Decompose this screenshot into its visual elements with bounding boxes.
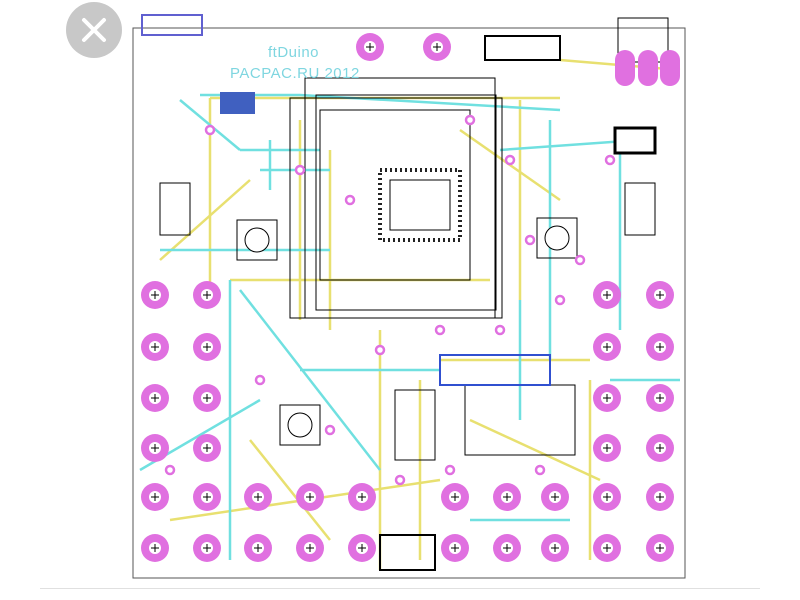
via bbox=[344, 194, 356, 206]
pad-cross bbox=[603, 394, 611, 402]
component-outline bbox=[319, 109, 471, 281]
pad-cross bbox=[203, 444, 211, 452]
trace-top bbox=[159, 179, 251, 261]
pad-cross bbox=[603, 291, 611, 299]
push-button bbox=[244, 227, 270, 253]
divider bbox=[40, 588, 760, 589]
via bbox=[504, 154, 516, 166]
regulator bbox=[613, 126, 657, 155]
pad-cross bbox=[656, 493, 664, 501]
via bbox=[294, 164, 306, 176]
pad-cross bbox=[151, 291, 159, 299]
pad-cross bbox=[254, 493, 262, 501]
jack-pad bbox=[615, 50, 635, 86]
button-outline bbox=[279, 404, 321, 446]
via bbox=[204, 124, 216, 136]
component-outline bbox=[289, 97, 503, 319]
pad-cross bbox=[203, 493, 211, 501]
pad-cross bbox=[254, 544, 262, 552]
pad-cross bbox=[603, 544, 611, 552]
pad-cross bbox=[503, 544, 511, 552]
pad-cross bbox=[203, 291, 211, 299]
pad-cross bbox=[151, 544, 159, 552]
via bbox=[374, 344, 386, 356]
microcontroller-pad bbox=[389, 179, 451, 231]
driver-ic bbox=[394, 389, 436, 461]
pad-cross bbox=[656, 291, 664, 299]
pad-cross bbox=[603, 343, 611, 351]
via bbox=[444, 464, 456, 476]
pad-cross bbox=[366, 43, 374, 51]
pad-cross bbox=[656, 394, 664, 402]
via bbox=[574, 254, 586, 266]
pad-cross bbox=[358, 544, 366, 552]
via bbox=[254, 374, 266, 386]
header-6pin bbox=[624, 182, 656, 236]
via bbox=[604, 154, 616, 166]
microcontroller bbox=[378, 168, 462, 242]
pad-cross bbox=[151, 493, 159, 501]
board-outline bbox=[132, 27, 686, 579]
board-title: ftDuino bbox=[268, 44, 320, 61]
pad-cross bbox=[203, 343, 211, 351]
via bbox=[554, 294, 566, 306]
header-3pin bbox=[484, 35, 561, 61]
pad-cross bbox=[203, 544, 211, 552]
pad-cross bbox=[433, 43, 441, 51]
button-outline bbox=[236, 219, 278, 261]
isp-header bbox=[379, 534, 436, 571]
trace-bottom bbox=[239, 289, 381, 471]
via bbox=[164, 464, 176, 476]
via bbox=[464, 114, 476, 126]
via bbox=[494, 324, 506, 336]
via bbox=[324, 424, 336, 436]
pad-cross bbox=[151, 444, 159, 452]
via bbox=[534, 464, 546, 476]
pad-cross bbox=[656, 444, 664, 452]
via bbox=[434, 324, 446, 336]
pad-cross bbox=[451, 493, 459, 501]
close-icon bbox=[82, 18, 106, 42]
pad-cross bbox=[656, 544, 664, 552]
pad-cross bbox=[551, 493, 559, 501]
component-outline bbox=[315, 94, 497, 311]
via bbox=[394, 474, 406, 486]
pad-cross bbox=[151, 394, 159, 402]
smd-array bbox=[439, 354, 551, 386]
pad-cross bbox=[151, 343, 159, 351]
board-credit: PACPAC.RU 2012 bbox=[230, 65, 360, 82]
pad-cross bbox=[503, 493, 511, 501]
jack-pad bbox=[660, 50, 680, 86]
components bbox=[141, 14, 669, 571]
trace-top bbox=[469, 418, 601, 482]
pad-cross bbox=[656, 343, 664, 351]
pad-cross bbox=[451, 544, 459, 552]
pad-cross bbox=[358, 493, 366, 501]
usb-connector bbox=[141, 14, 203, 36]
trace-top bbox=[249, 439, 331, 541]
pad-cross bbox=[603, 444, 611, 452]
pad-cross bbox=[306, 493, 314, 501]
via bbox=[524, 234, 536, 246]
pad-cross bbox=[306, 544, 314, 552]
pad-cross bbox=[603, 493, 611, 501]
close-button[interactable] bbox=[66, 2, 122, 58]
push-button bbox=[287, 412, 313, 438]
pads bbox=[141, 33, 680, 562]
pad-cross bbox=[203, 394, 211, 402]
pad-cross bbox=[551, 544, 559, 552]
header-6pin bbox=[159, 182, 191, 236]
button-outline bbox=[536, 217, 578, 259]
capacitor bbox=[220, 92, 255, 114]
push-button bbox=[544, 225, 570, 251]
jack-pad bbox=[638, 50, 658, 86]
